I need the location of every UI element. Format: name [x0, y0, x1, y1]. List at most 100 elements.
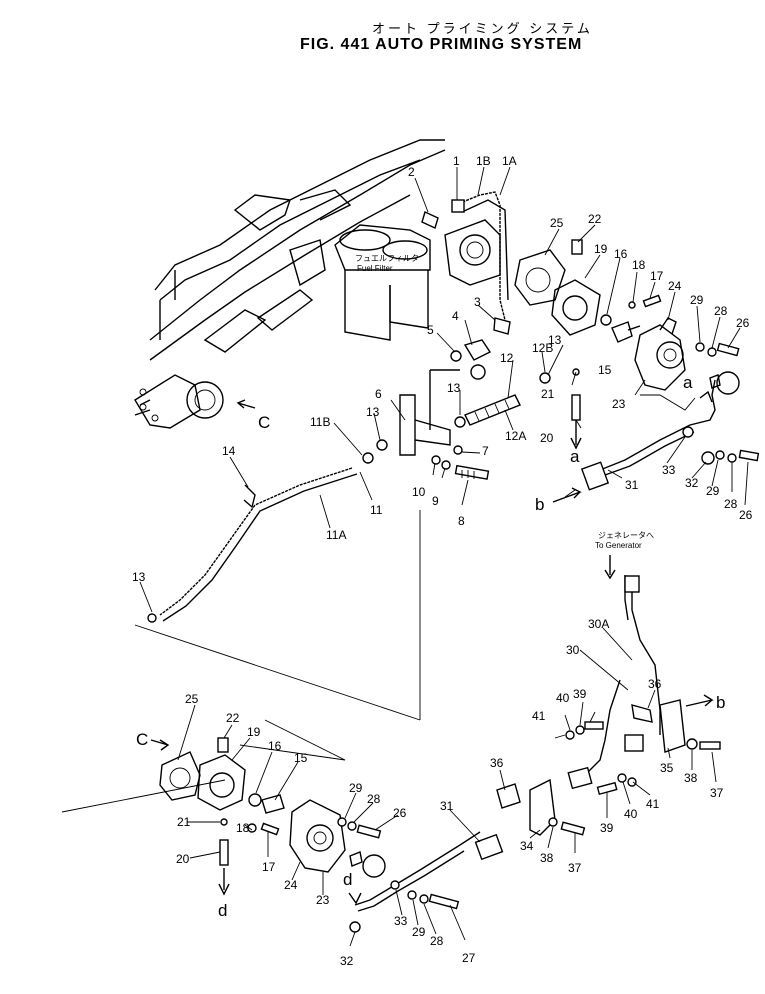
- part-label: 2: [408, 165, 415, 179]
- leader-11a-lower: [134, 624, 421, 721]
- diagram-title-japanese: オート プライミング システム: [372, 21, 593, 36]
- part-label: 29: [412, 925, 426, 939]
- part-label: 10: [412, 485, 426, 499]
- hose-1a: [451, 191, 509, 321]
- to-generator-label-jp: ジェネレータへ: [598, 531, 654, 540]
- part-label: 31: [625, 478, 639, 492]
- part-label: 18: [236, 821, 250, 835]
- part-label: 26: [393, 806, 407, 820]
- part-label: 12A: [505, 429, 526, 443]
- part-label: 7: [482, 444, 489, 458]
- view-marker-c: C: [136, 730, 148, 749]
- harness-31-lower: [474, 778, 586, 861]
- part-label: 24: [284, 878, 298, 892]
- part-label: 22: [226, 711, 240, 725]
- bolt-8: [454, 464, 490, 480]
- view-b-arrow-upper: [552, 487, 582, 503]
- part-label: 31: [440, 799, 454, 813]
- leader-lower-left-2: [61, 779, 226, 813]
- part-label: 12B: [532, 341, 553, 355]
- part-label: 41: [532, 709, 546, 723]
- part-label: 28: [724, 497, 738, 511]
- part-label: 21: [541, 387, 555, 401]
- view-marker-c: C: [258, 413, 270, 432]
- part-label: 19: [594, 242, 608, 256]
- nut-13-mid: [376, 439, 388, 451]
- view-d-arrow-lower: [348, 892, 362, 905]
- nut-12b: [539, 372, 551, 384]
- fitting-2: [421, 211, 439, 229]
- part-label: 29: [349, 781, 363, 795]
- part-label: 13: [132, 570, 146, 584]
- part-label: 3: [474, 295, 481, 309]
- nut-7: [453, 445, 463, 455]
- part-label: 30A: [588, 617, 609, 631]
- part-label: 37: [568, 861, 582, 875]
- tee-4: [463, 339, 492, 361]
- leader-lines-lower: [177, 627, 717, 947]
- part-label: 1: [453, 154, 460, 168]
- part-label: 39: [573, 687, 587, 701]
- part-label: 11: [370, 503, 383, 517]
- part-label: 20: [176, 852, 190, 866]
- view-marker-a: a: [570, 447, 580, 466]
- part-label: 28: [714, 304, 728, 318]
- leader-lower-left: [239, 719, 346, 761]
- part-label: 23: [316, 893, 330, 907]
- generator-upper: [634, 317, 740, 391]
- part-label: 12: [500, 351, 514, 365]
- view-marker-d: d: [343, 870, 352, 889]
- view-marker-b: b: [535, 495, 544, 514]
- part-label: 37: [710, 786, 724, 800]
- part-label: 9: [432, 494, 439, 508]
- part-label: 22: [588, 212, 602, 226]
- view-marker-b: b: [716, 693, 725, 712]
- part-label: 38: [540, 851, 554, 865]
- pipe-12: [464, 394, 521, 426]
- view-marker-d: d: [218, 901, 227, 920]
- part-label: 16: [614, 247, 628, 261]
- part-label: 20: [540, 431, 554, 445]
- part-label: 19: [247, 725, 261, 739]
- part-label: 15: [294, 751, 308, 765]
- fuel-filter-label-jp: フュエルフィルタ: [355, 254, 419, 263]
- part-label: 38: [684, 771, 698, 785]
- part-label: 30: [566, 643, 580, 657]
- fuel-filter-label: Fuel Filter: [357, 264, 393, 273]
- part-label: 36: [490, 756, 504, 770]
- part-label: 32: [685, 476, 699, 490]
- part-label: 13: [548, 333, 562, 347]
- part-label: 29: [690, 293, 704, 307]
- part-label: 35: [660, 761, 674, 775]
- view-b-arrow-lower: [685, 694, 714, 707]
- part-label: 16: [268, 739, 282, 753]
- part-label: 26: [739, 508, 753, 522]
- harness-30: [565, 575, 721, 796]
- part-label: 25: [550, 216, 564, 230]
- part-label: 11A: [326, 528, 346, 542]
- part-label: 8: [458, 514, 465, 528]
- washer-10: [431, 455, 441, 465]
- part-label: 41: [646, 797, 660, 811]
- generator-lower: [289, 799, 481, 933]
- part-label: 33: [662, 463, 676, 477]
- view-marker-a: a: [683, 373, 693, 392]
- engine-block: [134, 139, 501, 429]
- nut-13-upper: [454, 416, 466, 428]
- part-label: 33: [394, 914, 408, 928]
- part-label: 1A: [502, 154, 517, 168]
- part-label: 24: [668, 279, 682, 293]
- part-label: 17: [262, 860, 276, 874]
- part-label: 5: [427, 323, 434, 337]
- elbow-3: [493, 317, 511, 335]
- diagram-title: FIG. 441 AUTO PRIMING SYSTEM: [300, 36, 583, 53]
- part-label: 1B: [476, 154, 491, 168]
- part-label: 28: [367, 792, 381, 806]
- view-c-arrow-upper: [236, 399, 256, 409]
- part-label: 28: [430, 934, 444, 948]
- part-label: 29: [706, 484, 720, 498]
- part-label: 13: [447, 381, 461, 395]
- hose-11a: [147, 467, 358, 623]
- fitting-4-base: [470, 364, 486, 380]
- part-label: 21: [177, 815, 191, 829]
